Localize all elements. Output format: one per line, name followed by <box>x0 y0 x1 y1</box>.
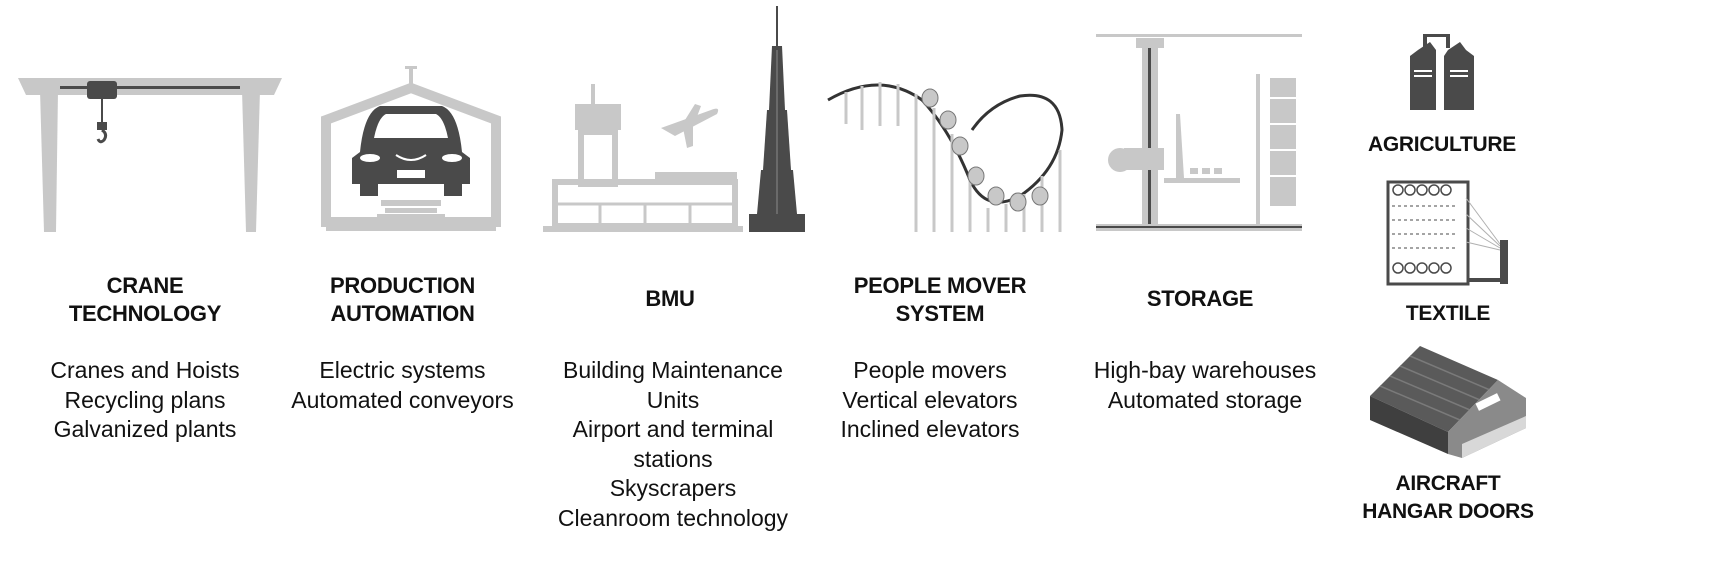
side-title-agriculture: AGRICULTURE <box>1368 133 1516 156</box>
roller-coaster-icon <box>827 82 1064 232</box>
column-side-industries: AGRICULTURE TEXTILE <box>1350 0 1710 584</box>
aircraft-hangar-icon <box>1370 346 1526 458</box>
grain-silo-icon <box>1410 34 1474 110</box>
warehouse-storage-icon <box>1096 34 1302 231</box>
side-title-textile: TEXTILE <box>1405 302 1491 325</box>
car-production-icon <box>321 66 501 231</box>
column-title: BMU <box>645 286 695 311</box>
airport-skyscraper-icon <box>543 6 805 232</box>
textile-machine-icon <box>1386 180 1508 286</box>
gantry-crane-icon <box>18 78 282 232</box>
column-title: STORAGE <box>1146 286 1254 311</box>
